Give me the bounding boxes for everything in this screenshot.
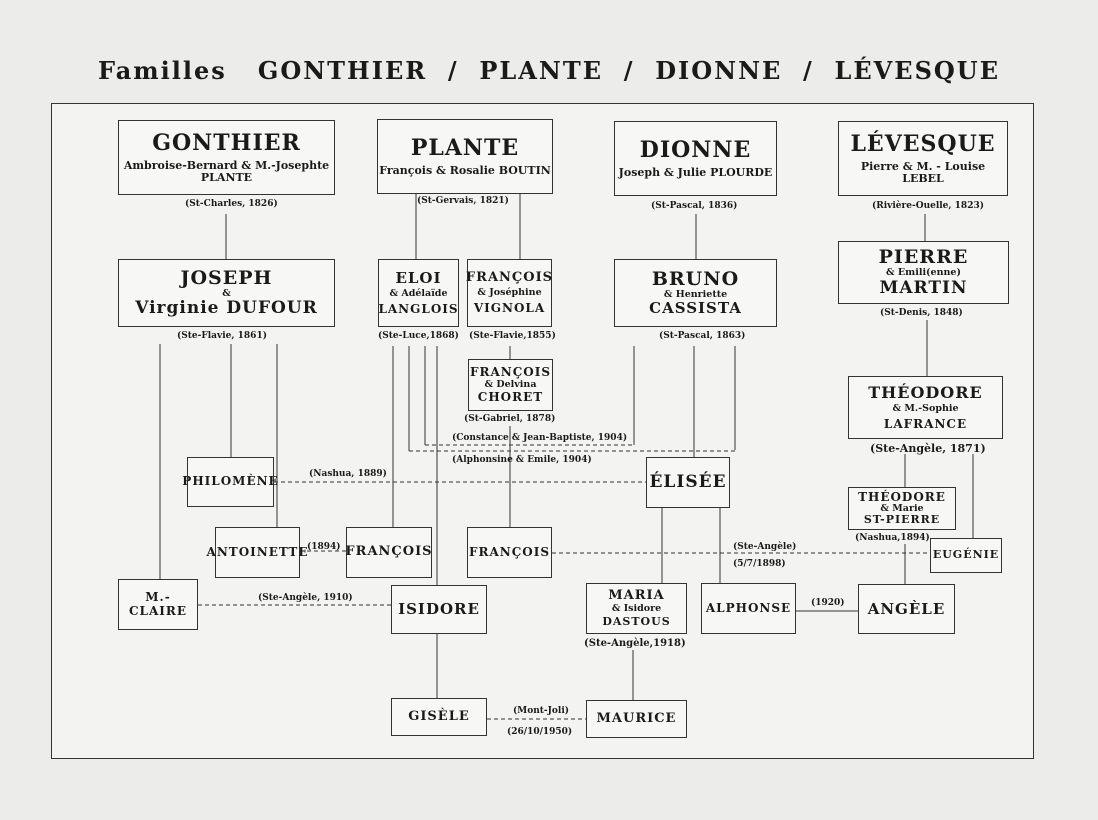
elisee-name: ÉLISÉE (649, 472, 727, 493)
alphonsine-label: (Alphonsine & Emile, 1904) (452, 455, 592, 465)
box-mclaire: M.-CLAIRE (118, 579, 198, 630)
box-isidore: ISIDORE (391, 585, 487, 634)
pierre-spouse: MARTIN (879, 277, 968, 298)
box-eugenie: EUGÉNIE (930, 538, 1002, 573)
eloi-amp: & Adélaïde (389, 288, 448, 300)
francois4-name: FRANÇOIS (468, 544, 551, 559)
plante-place: (St-Gervais, 1821) (417, 196, 509, 206)
mclaire-name: M.-CLAIRE (128, 590, 188, 618)
bruno-name: BRUNO (651, 268, 740, 291)
eloi-spouse: LANGLOIS (378, 301, 459, 316)
joseph-spouse: Virginie DUFOUR (135, 298, 318, 319)
box-bruno: BRUNO & Henriette CASSISTA (614, 259, 777, 327)
plante-couple: François & Rosalie BOUTIN (379, 163, 551, 177)
box-francois1: FRANÇOIS & Joséphine VIGNOLA (465, 259, 554, 327)
francois1-amp: & Joséphine (477, 287, 542, 299)
isidore-name: ISIDORE (398, 600, 480, 619)
box-theodore2: THÉODORE & Marie ST-PIERRE (848, 487, 956, 530)
francois2-spouse: CHORET (477, 390, 544, 405)
constance-label: (Constance & Jean-Baptiste, 1904) (452, 433, 628, 443)
angele-name: ANGÈLE (867, 599, 946, 618)
eloi-place: (Ste-Luce,1868) (378, 331, 459, 341)
box-maurice: MAURICE (586, 700, 687, 738)
gonthier-place: (St-Charles, 1826) (185, 199, 278, 209)
box-levesque: LÉVESQUE Pierre & M. - Louise LEBEL (838, 121, 1008, 196)
eloi-name: ELOI (395, 268, 442, 287)
francois1-spouse: VIGNOLA (473, 300, 546, 315)
box-pierre: PIERRE & Emili(enne) MARTIN (838, 241, 1009, 304)
levesque-couple: Pierre & M. - Louise LEBEL (860, 159, 986, 185)
box-plante: PLANTE François & Rosalie BOUTIN (377, 119, 553, 194)
bruno-amp: & Henriette (663, 288, 728, 300)
alphonse-date: (1920) (811, 598, 845, 608)
bruno-place: (St-Pascal, 1863) (659, 331, 746, 341)
theodore2-spouse: ST-PIERRE (863, 513, 941, 527)
francois1-place: (Ste-Flavie,1855) (469, 331, 556, 341)
maria-name: MARIA (608, 588, 665, 604)
gisele-name: GISÈLE (408, 708, 470, 724)
francois2-name: FRANÇOIS (469, 364, 552, 379)
theodore2-amp: & Marie (880, 502, 924, 514)
alphonse-name: ALPHONSE (705, 600, 792, 615)
francois2-place: (St-Gabriel, 1878) (464, 414, 556, 424)
box-angele: ANGÈLE (858, 584, 955, 634)
francois3-name: FRANÇOIS (345, 544, 433, 560)
gonthier-couple: Ambroise-Bernard & M.-Josephte PLANTE (123, 158, 330, 184)
maria-place: (Ste-Angèle,1918) (584, 638, 686, 649)
theodore1-spouse: LAFRANCE (883, 416, 968, 431)
bruno-spouse: CASSISTA (649, 299, 742, 318)
montjoli-label: (Mont-Joli) (513, 706, 570, 716)
levesque-name: LÉVESQUE (850, 131, 996, 158)
box-dionne: DIONNE Joseph & Julie PLOURDE (614, 121, 777, 196)
pierre-name: PIERRE (878, 246, 969, 269)
dionne-couple: Joseph & Julie PLOURDE (618, 165, 773, 179)
theodore1-name: THÉODORE (868, 382, 983, 402)
francois2-amp: & Delvina (484, 378, 537, 390)
dionne-place: (St-Pascal, 1836) (651, 201, 738, 211)
philomene-name: PHILOMÈNE (182, 474, 279, 489)
box-alphonse: ALPHONSE (701, 583, 796, 634)
francois1-name: FRANÇOIS (465, 270, 554, 286)
pierre-place: (St-Denis, 1848) (880, 308, 963, 318)
joseph-name: JOSEPH (180, 266, 273, 289)
box-francois2: FRANÇOIS & Delvina CHORET (468, 359, 553, 411)
date-1898: (5/7/1898) (733, 559, 786, 569)
gonthier-name: GONTHIER (152, 130, 301, 157)
steangele-label: (Ste-Angèle) (733, 542, 797, 552)
box-antoinette: ANTOINETTE (207, 527, 307, 578)
dionne-name: DIONNE (639, 137, 752, 164)
levesque-place: (Rivière-Ouelle, 1823) (872, 201, 984, 211)
maria-spouse: DASTOUS (602, 614, 671, 628)
theodore2-name: THÉODORE (858, 489, 946, 504)
steangele-1910: (Ste-Angèle, 1910) (258, 593, 353, 603)
maria-amp: & Isidore (611, 603, 662, 615)
box-gisele: GISÈLE (391, 698, 487, 736)
box-gonthier: GONTHIER Ambroise-Bernard & M.-Josephte … (118, 120, 335, 195)
eugenie-name: EUGÉNIE (932, 548, 1000, 562)
box-francois3: FRANÇOIS (345, 527, 433, 578)
box-elisee: ÉLISÉE (646, 457, 730, 508)
pierre-amp: & Emili(enne) (886, 267, 961, 279)
box-francois4: FRANÇOIS (467, 527, 552, 578)
theodore1-place: (Ste-Angèle, 1871) (870, 442, 986, 455)
maurice-name: MAURICE (596, 710, 677, 726)
page-title: Familles GONTHIER / PLANTE / DIONNE / LÉ… (97, 56, 1001, 85)
nashua-label: (Nashua, 1889) (309, 469, 387, 479)
joseph-place: (Ste-Flavie, 1861) (177, 331, 267, 341)
box-joseph: JOSEPH & Virginie DUFOUR (118, 259, 335, 327)
box-philomene: PHILOMÈNE (182, 457, 278, 507)
antoinette-date: (1894) (307, 542, 341, 552)
date-1950: (26/10/1950) (507, 727, 573, 737)
box-eloi: ELOI & Adélaïde LANGLOIS (378, 259, 459, 327)
antoinette-name: ANTOINETTE (206, 544, 309, 559)
box-theodore1: THÉODORE & M.-Sophie LAFRANCE (848, 376, 1003, 439)
box-maria: MARIA & Isidore DASTOUS (586, 583, 687, 634)
theodore1-amp: & M.-Sophie (892, 403, 959, 415)
theodore2-place: (Nashua,1894) (855, 533, 930, 543)
joseph-amp: & (222, 287, 231, 299)
plante-name: PLANTE (410, 135, 520, 162)
